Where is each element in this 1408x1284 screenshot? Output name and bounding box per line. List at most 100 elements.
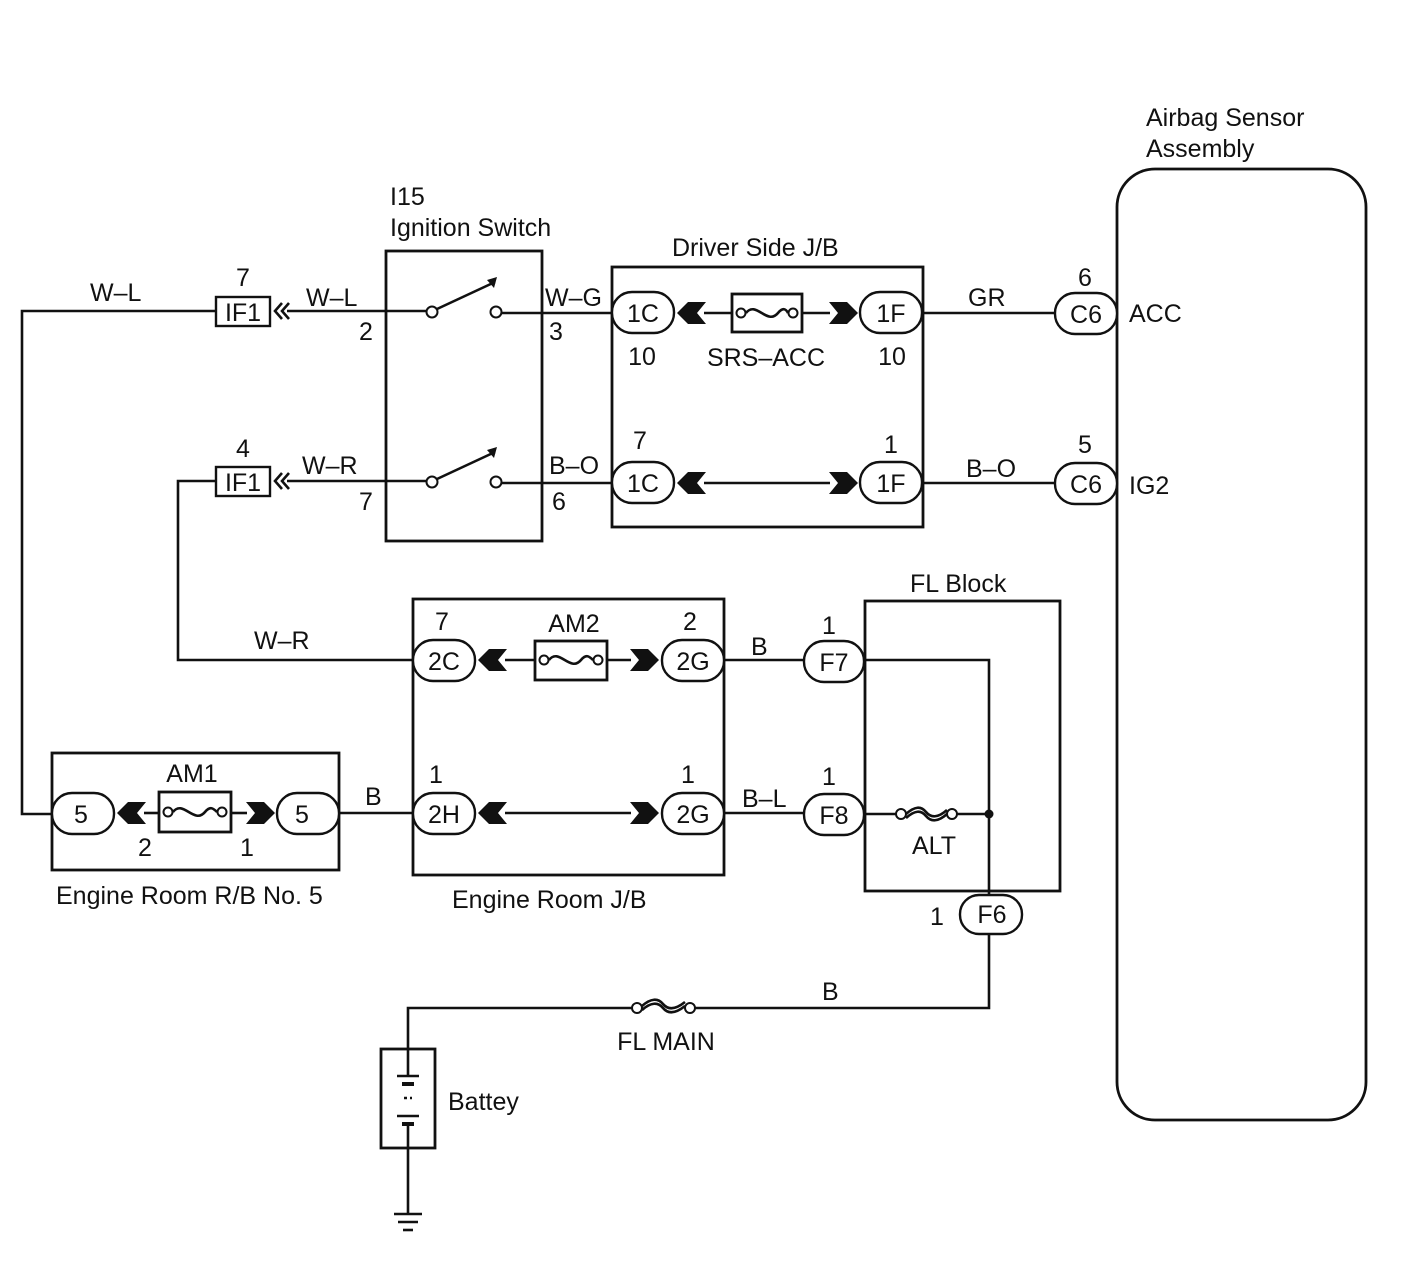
if1-bottom-label: IF1 xyxy=(225,469,261,497)
wire-fl-block-internal-f7 xyxy=(864,658,991,897)
splice-point xyxy=(984,809,994,819)
airbag-sensor-title-line1: Airbag Sensor xyxy=(1146,104,1304,132)
airbag-sensor-assembly: Airbag Sensor Assembly ACC IG2 xyxy=(1115,104,1368,1122)
if1-connector-bottom: IF1 4 xyxy=(214,435,290,498)
fuse-alt-element-a xyxy=(905,806,948,818)
ignition-switch-code: I15 xyxy=(390,183,425,211)
wire-label-w-g: W–G xyxy=(545,284,602,312)
fuse-srs-acc-end-right xyxy=(787,307,799,319)
pin-2g-bottom: 1 xyxy=(681,761,695,789)
connector-1f-bottom-label: 1F xyxy=(876,470,905,498)
airbag-sensor-title-line2: Assembly xyxy=(1146,135,1255,163)
terminal-1c-top xyxy=(677,302,706,324)
connector-1c-bottom-label: 1C xyxy=(627,470,659,498)
c6-connector-ig2: C6 5 xyxy=(1053,431,1119,506)
connector-2g-bottom xyxy=(660,791,726,836)
c6-ig2-label: C6 xyxy=(1070,471,1102,499)
connector-2c xyxy=(411,638,477,683)
if1-bottom-body xyxy=(214,465,272,498)
c6-ig2-body xyxy=(1053,461,1119,506)
if1-top-chevron-a xyxy=(273,302,283,320)
terminal-5-left xyxy=(117,802,146,824)
c6-connector-acc: C6 6 xyxy=(1053,264,1119,336)
pin-2g-top: 2 xyxy=(683,608,697,636)
switch-arm-tip-top xyxy=(487,277,497,288)
connector-f8-label: F8 xyxy=(819,802,848,830)
connector-1f-top-label: 1F xyxy=(876,300,905,328)
switch-contact-right-top xyxy=(489,305,503,319)
terminal-1f-bottom xyxy=(829,472,858,494)
connector-2c-label: 2C xyxy=(428,648,460,676)
terminal-2h xyxy=(478,802,507,824)
ignition-pin-7: 7 xyxy=(359,488,373,516)
pin-1c-bottom: 7 xyxy=(633,427,647,455)
engine-room-rb-title: Engine Room R/B No. 5 xyxy=(56,882,323,910)
fuse-am2-end-right xyxy=(592,654,604,666)
ignition-pin-6: 6 xyxy=(552,488,566,516)
rb-pin-left: 2 xyxy=(138,834,152,862)
wire-w-r-outer xyxy=(176,479,416,662)
connector-f7 xyxy=(802,639,866,684)
airbag-sensor-body xyxy=(1115,167,1368,1122)
c6-acc-label: C6 xyxy=(1070,301,1102,329)
fl-main-label: FL MAIN xyxy=(617,1028,715,1056)
connector-1c-top-label: 1C xyxy=(627,300,659,328)
driver-side-jb-title: Driver Side J/B xyxy=(672,234,839,262)
driver-side-jb-box xyxy=(610,265,925,529)
connector-5-right xyxy=(275,791,341,836)
fuse-alt-label: ALT xyxy=(912,832,956,860)
wire-label-b-jb-f7: B xyxy=(751,633,768,661)
switch-arm-top xyxy=(436,280,496,311)
connector-5-right-label: 5 xyxy=(295,801,309,829)
wire-label-b-rb-jb: B xyxy=(365,783,382,811)
fl-main-end-right xyxy=(684,1002,696,1014)
connector-1c-top xyxy=(610,290,676,335)
ground-icon xyxy=(394,1212,422,1232)
connector-2g-top-label: 2G xyxy=(676,648,709,676)
driver-side-jb: Driver Side J/B 1C 1F SRS–ACC 10 10 1C 1… xyxy=(610,234,925,529)
pin-1f-bottom: 1 xyxy=(884,431,898,459)
battery-label: Battey xyxy=(448,1088,519,1116)
ignition-pin-3: 3 xyxy=(549,318,563,346)
pin-1f-top: 10 xyxy=(878,343,906,371)
if1-connector-top: IF1 7 xyxy=(214,264,290,328)
engine-room-jb: Engine Room J/B 2C 2G AM2 7 2 2H 2G 1 1 xyxy=(411,597,726,914)
wire-b-main xyxy=(694,932,991,1010)
fuse-srs-acc-end-left xyxy=(735,307,747,319)
switch-contact-left-bottom xyxy=(425,475,439,489)
connector-5-left-label: 5 xyxy=(74,801,88,829)
fuse-am1-label: AM1 xyxy=(166,760,217,788)
connector-2g-bottom-label: 2G xyxy=(676,801,709,829)
engine-room-jb-box xyxy=(411,597,726,877)
fuse-am1-end-right xyxy=(216,806,228,818)
wire-labels: W–L W–L W–R W–R W–G B–O GR B–O B B B–L B xyxy=(90,279,1016,1006)
if1-top-pin: 7 xyxy=(236,264,250,292)
fl-block-title: FL Block xyxy=(910,570,1007,598)
connector-f7-label: F7 xyxy=(819,649,848,677)
fl-block-box xyxy=(863,599,1062,893)
engine-room-rb-no5: Engine Room R/B No. 5 5 5 AM1 2 1 xyxy=(50,751,341,910)
battery: Battey xyxy=(379,1047,519,1150)
fuse-srs-acc-label: SRS–ACC xyxy=(707,344,825,372)
connector-2g-top xyxy=(660,638,726,683)
pin-2h: 1 xyxy=(429,761,443,789)
connector-5-left xyxy=(50,791,116,836)
if1-bottom-chevron-b xyxy=(280,472,290,490)
ignition-switch-name: Ignition Switch xyxy=(390,214,551,242)
rb-pin-right: 1 xyxy=(240,834,254,862)
wire-label-w-r-lower: W–R xyxy=(254,627,310,655)
wire-label-b-main: B xyxy=(822,978,839,1006)
pin-1c-top: 10 xyxy=(628,343,656,371)
if1-bottom-pin: 4 xyxy=(236,435,250,463)
wire-w-l-outer xyxy=(20,309,216,816)
if1-top-chevron-b xyxy=(280,302,290,320)
fuse-am1-element xyxy=(171,806,218,817)
fl-main-fusible-link: FL MAIN xyxy=(617,998,715,1056)
fuse-am2-label: AM2 xyxy=(548,610,599,638)
switch-contact-left-top xyxy=(425,305,439,319)
if1-bottom-chevron-a xyxy=(273,472,283,490)
terminal-5-right xyxy=(246,802,275,824)
switch-arm-tip-bottom xyxy=(487,447,497,458)
connector-f6 xyxy=(958,893,1024,936)
terminal-2c xyxy=(478,649,507,671)
